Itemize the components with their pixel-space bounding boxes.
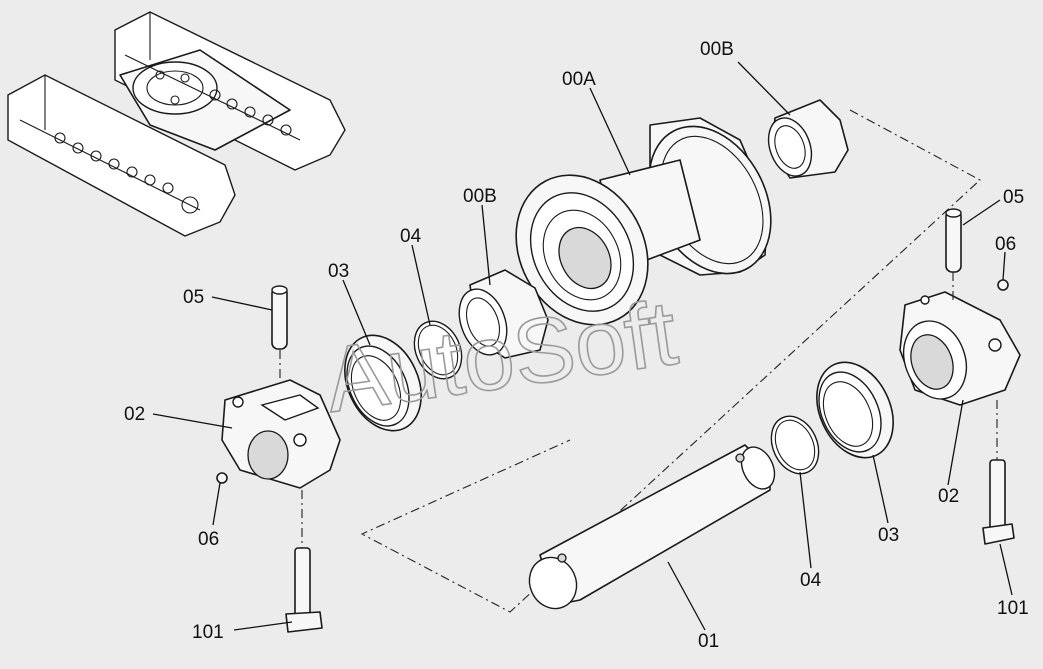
label-02-left: 02 (124, 404, 145, 425)
label-101-left: 101 (192, 622, 224, 643)
seal-03-left (344, 334, 422, 432)
alignment-outline (360, 109, 981, 613)
label-04-right: 04 (800, 570, 822, 591)
label-06-left: 06 (198, 529, 219, 550)
bracket-02-right (899, 291, 1021, 406)
assembly-axes (279, 272, 998, 548)
bushing-00B-top (767, 99, 849, 179)
label-06-right: 06 (995, 234, 1016, 255)
label-101-right: 101 (997, 598, 1029, 619)
pin-05-right (945, 208, 962, 273)
label-04-left: 04 (400, 226, 422, 247)
bracket-02-left (221, 379, 341, 489)
shaft-01 (528, 444, 776, 610)
label-05-left: 05 (183, 287, 204, 308)
bolt-101-left (285, 547, 323, 633)
grease-nipple-06-right (997, 279, 1009, 291)
label-02-right: 02 (938, 486, 959, 507)
label-03-right: 03 (878, 525, 899, 546)
pin-05-left (271, 285, 288, 350)
part-labels: 00A 00B 00B 05 06 04 03 05 02 06 101 02 … (124, 39, 1029, 652)
seal-03-right (816, 361, 894, 459)
roller-00A (515, 117, 772, 326)
bolt-101-right (982, 459, 1015, 545)
label-01: 01 (698, 631, 719, 652)
label-00B-top: 00B (700, 39, 734, 60)
label-05-right: 05 (1003, 187, 1024, 208)
bushing-00B-mid (458, 269, 549, 359)
leader-lines (152, 61, 1013, 631)
grease-nipple-06-left (216, 472, 228, 484)
label-03-left: 03 (328, 261, 349, 282)
undercarriage-inset (7, 11, 346, 237)
label-00A: 00A (562, 69, 596, 90)
label-00B-mid: 00B (463, 186, 497, 207)
